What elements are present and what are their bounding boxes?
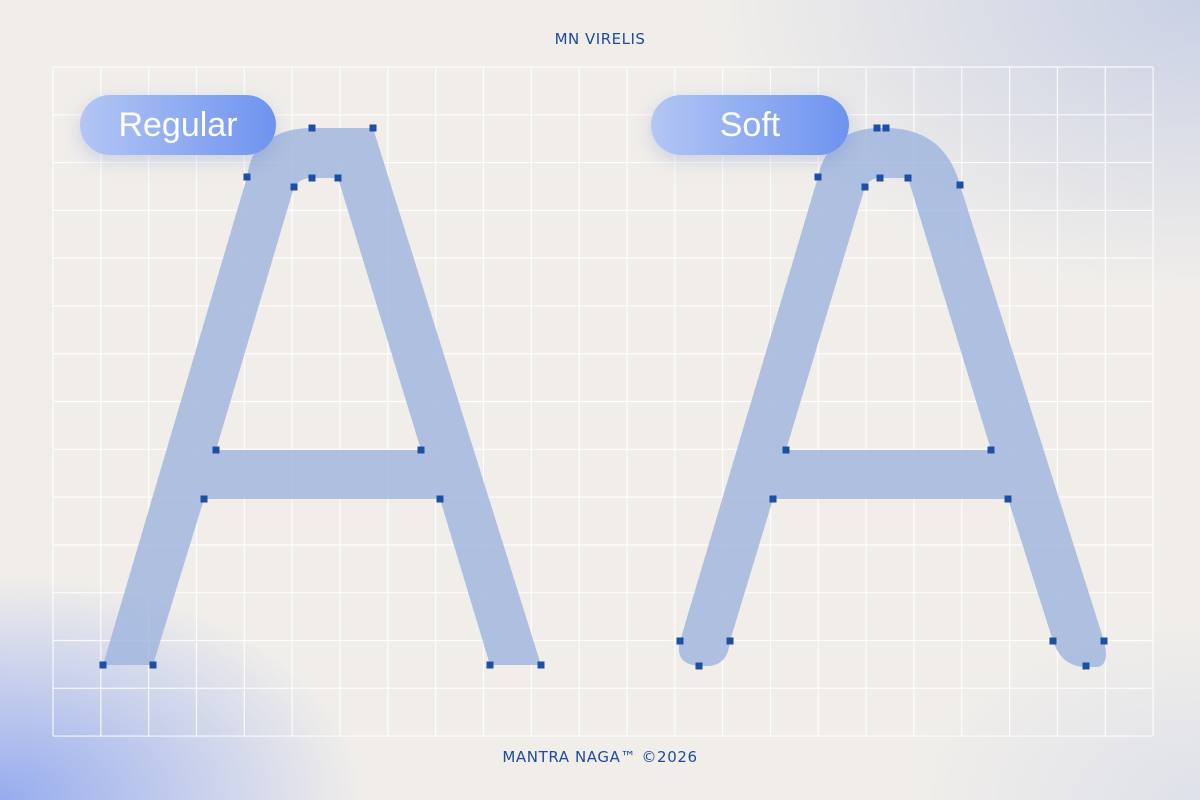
anchor-point [814, 173, 822, 181]
anchor-point [769, 495, 777, 503]
soft-a-outline [678, 128, 1106, 667]
anchor-point [1004, 495, 1012, 503]
anchor-point [308, 124, 316, 132]
anchor-point [99, 661, 107, 669]
anchor-point [956, 181, 964, 189]
anchor-point [987, 446, 995, 454]
anchor-point [695, 662, 703, 670]
anchor-point [417, 446, 425, 454]
anchor-point [290, 183, 298, 191]
anchor-point [369, 124, 377, 132]
anchor-point [212, 446, 220, 454]
anchor-point [308, 174, 316, 182]
anchor-point [1082, 662, 1090, 670]
anchor-point [726, 637, 734, 645]
anchor-point [149, 661, 157, 669]
anchor-point [782, 446, 790, 454]
anchor-point [882, 124, 890, 132]
regular-a-outline [103, 128, 541, 665]
anchor-point [200, 495, 208, 503]
anchor-point [873, 124, 881, 132]
soft-label-pill: Soft [651, 95, 849, 155]
regular-label-pill: Regular [80, 95, 276, 155]
anchor-point [243, 173, 251, 181]
anchor-points [99, 124, 1108, 670]
anchor-point [676, 637, 684, 645]
glyph-regular-a [103, 128, 541, 665]
footer-copyright: MANTRA NAGA™ ©2026 [502, 748, 698, 766]
page-title: MN VIRELIS [554, 30, 646, 48]
anchor-point [1100, 637, 1108, 645]
glyph-soft-a [678, 128, 1106, 667]
anchor-point [436, 495, 444, 503]
anchor-point [861, 183, 869, 191]
anchor-point [1049, 637, 1057, 645]
anchor-point [876, 174, 884, 182]
anchor-point [486, 661, 494, 669]
anchor-point [334, 174, 342, 182]
anchor-point [904, 174, 912, 182]
anchor-point [537, 661, 545, 669]
